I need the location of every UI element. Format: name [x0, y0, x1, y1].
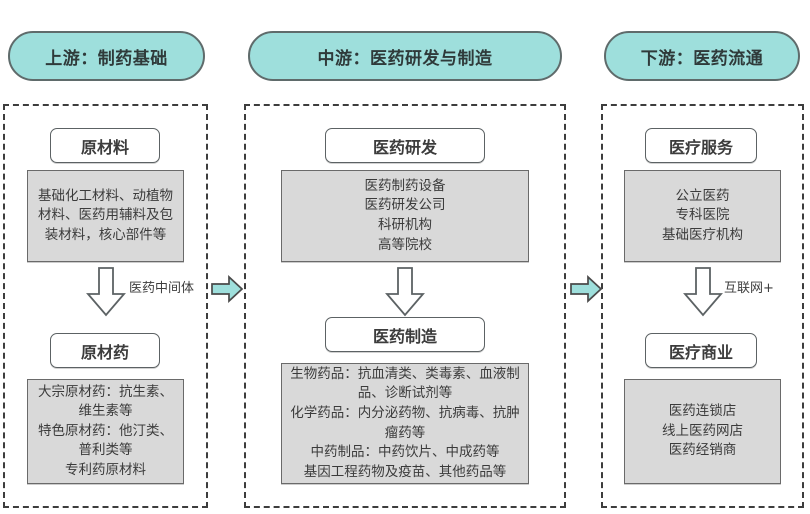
- downstream-arrow-label-text: 互联网+: [724, 281, 774, 296]
- upstream-flow-down-arrow: [86, 267, 126, 317]
- upstream-title-api-label: 原材药: [80, 342, 129, 362]
- upstream-box-raw-material-detail-text: 基础化工材料、动植物材料、医药用辅料及包装材料，核心部件等: [38, 187, 173, 243]
- downstream-title-medical-commerce-label: 医疗商业: [668, 342, 733, 362]
- upstream-title-raw-material: 原材料: [50, 128, 160, 163]
- midstream-box-manufacturing-detail-text: 生物药品：抗血清类、类毒素、血液制品、诊断试剂等化学药品：内分泌药物、抗病毒、抗…: [290, 365, 520, 480]
- header-pill-downstream-label: 下游：医药流通: [640, 48, 764, 69]
- connector-arrow-upstream-to-midstream: [211, 275, 243, 303]
- downstream-box-medical-commerce-detail: 医药连锁店线上医药网店医药经销商: [624, 379, 781, 484]
- midstream-title-rd-label: 医药研发: [372, 137, 437, 157]
- downstream-title-medical-service: 医疗服务: [645, 128, 757, 163]
- upstream-box-api-detail: 大宗原材药：抗生素、维生素等特色原材药：他汀类、普利类等专利药原材料: [27, 379, 184, 484]
- midstream-title-rd: 医药研发: [325, 128, 485, 163]
- midstream-title-manufacturing-label: 医药制造: [372, 326, 437, 346]
- downstream-box-medical-commerce-detail-text: 医药连锁店线上医药网店医药经销商: [662, 403, 743, 459]
- downstream-flow-down-arrow: [683, 267, 723, 317]
- downstream-arrow-label: 互联网+: [724, 277, 774, 296]
- upstream-title-raw-material-label: 原材料: [80, 137, 129, 157]
- downstream-box-medical-service-detail: 公立医药专科医院基础医疗机构: [624, 170, 781, 262]
- downstream-box-medical-service-detail-text: 公立医药专科医院基础医疗机构: [662, 187, 743, 243]
- upstream-arrow-label-text: 医药中间体: [129, 281, 195, 296]
- upstream-arrow-label: 医药中间体: [129, 277, 194, 296]
- midstream-title-manufacturing: 医药制造: [325, 317, 485, 352]
- connector-arrow-midstream-to-downstream: [570, 275, 602, 303]
- header-pill-upstream-label: 上游：制药基础: [45, 48, 168, 69]
- midstream-box-manufacturing-detail: 生物药品：抗血清类、类毒素、血液制品、诊断试剂等化学药品：内分泌药物、抗病毒、抗…: [281, 363, 529, 484]
- header-pill-midstream-label: 中游：医药研发与制造: [317, 48, 493, 69]
- midstream-flow-down-arrow: [385, 267, 425, 317]
- upstream-title-api: 原材药: [50, 333, 160, 368]
- header-pill-midstream: 中游：医药研发与制造: [248, 31, 562, 81]
- midstream-box-rd-detail: 医药制药设备医药研发公司科研机构高等院校: [281, 170, 529, 262]
- header-pill-upstream: 上游：制药基础: [8, 31, 205, 81]
- downstream-title-medical-service-label: 医疗服务: [668, 137, 733, 157]
- midstream-box-rd-detail-text: 医药制药设备医药研发公司科研机构高等院校: [364, 177, 446, 253]
- downstream-title-medical-commerce: 医疗商业: [645, 333, 757, 368]
- header-pill-downstream: 下游：医药流通: [604, 31, 800, 81]
- upstream-box-raw-material-detail: 基础化工材料、动植物材料、医药用辅料及包装材料，核心部件等: [27, 170, 184, 262]
- upstream-box-api-detail-text: 大宗原材药：抗生素、维生素等特色原材药：他汀类、普利类等专利药原材料: [38, 383, 173, 478]
